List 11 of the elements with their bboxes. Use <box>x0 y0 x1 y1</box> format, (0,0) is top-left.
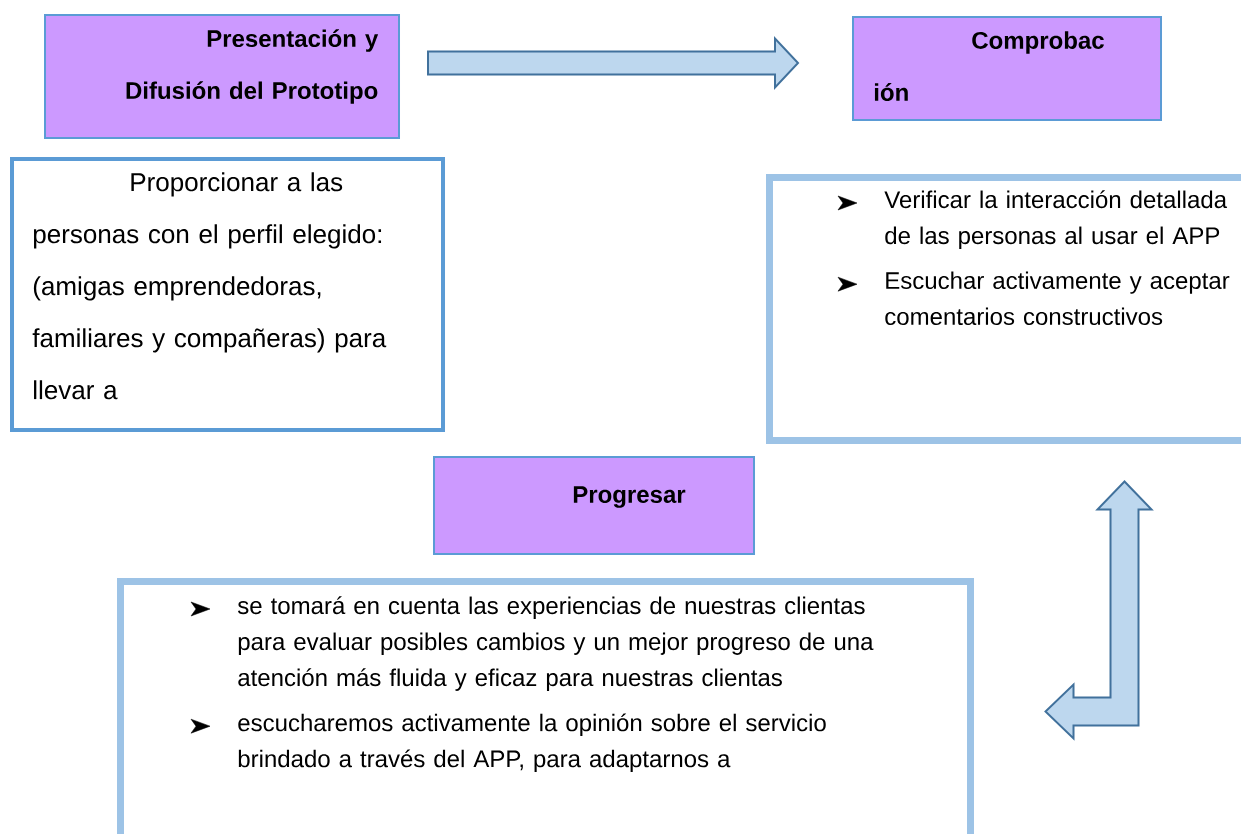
bullet-text: Verificar la interacción detallada de las personas al usar el APP <box>884 190 1228 249</box>
title-box: Progresar <box>433 456 755 555</box>
text-box: Proporcionar a las personas con el perfil elegido: (amigas emprendedoras, familiares y compañeras) para llevar a <box>10 157 445 432</box>
bullet-text: Escuchar activamente y aceptar comentarios constructivos <box>885 271 1230 326</box>
block-arrow <box>427 35 800 91</box>
bullet-text: escucharemos activamente la opinión sobre el servicio brindado a través del APP, para adaptarnos a <box>238 713 826 773</box>
title-box: Comprobac ión <box>852 16 1162 121</box>
bullet-text: se tomará en cuenta las experiencias de nuestras clientas para evaluar posibles cambios y un mejor progreso de una atención más fluida y eficaz para nuestras clientas <box>237 596 874 691</box>
text-box <box>117 578 974 834</box>
text-box <box>766 174 1241 444</box>
title-box: Presentación y Difusión del Prototipo <box>44 14 400 139</box>
